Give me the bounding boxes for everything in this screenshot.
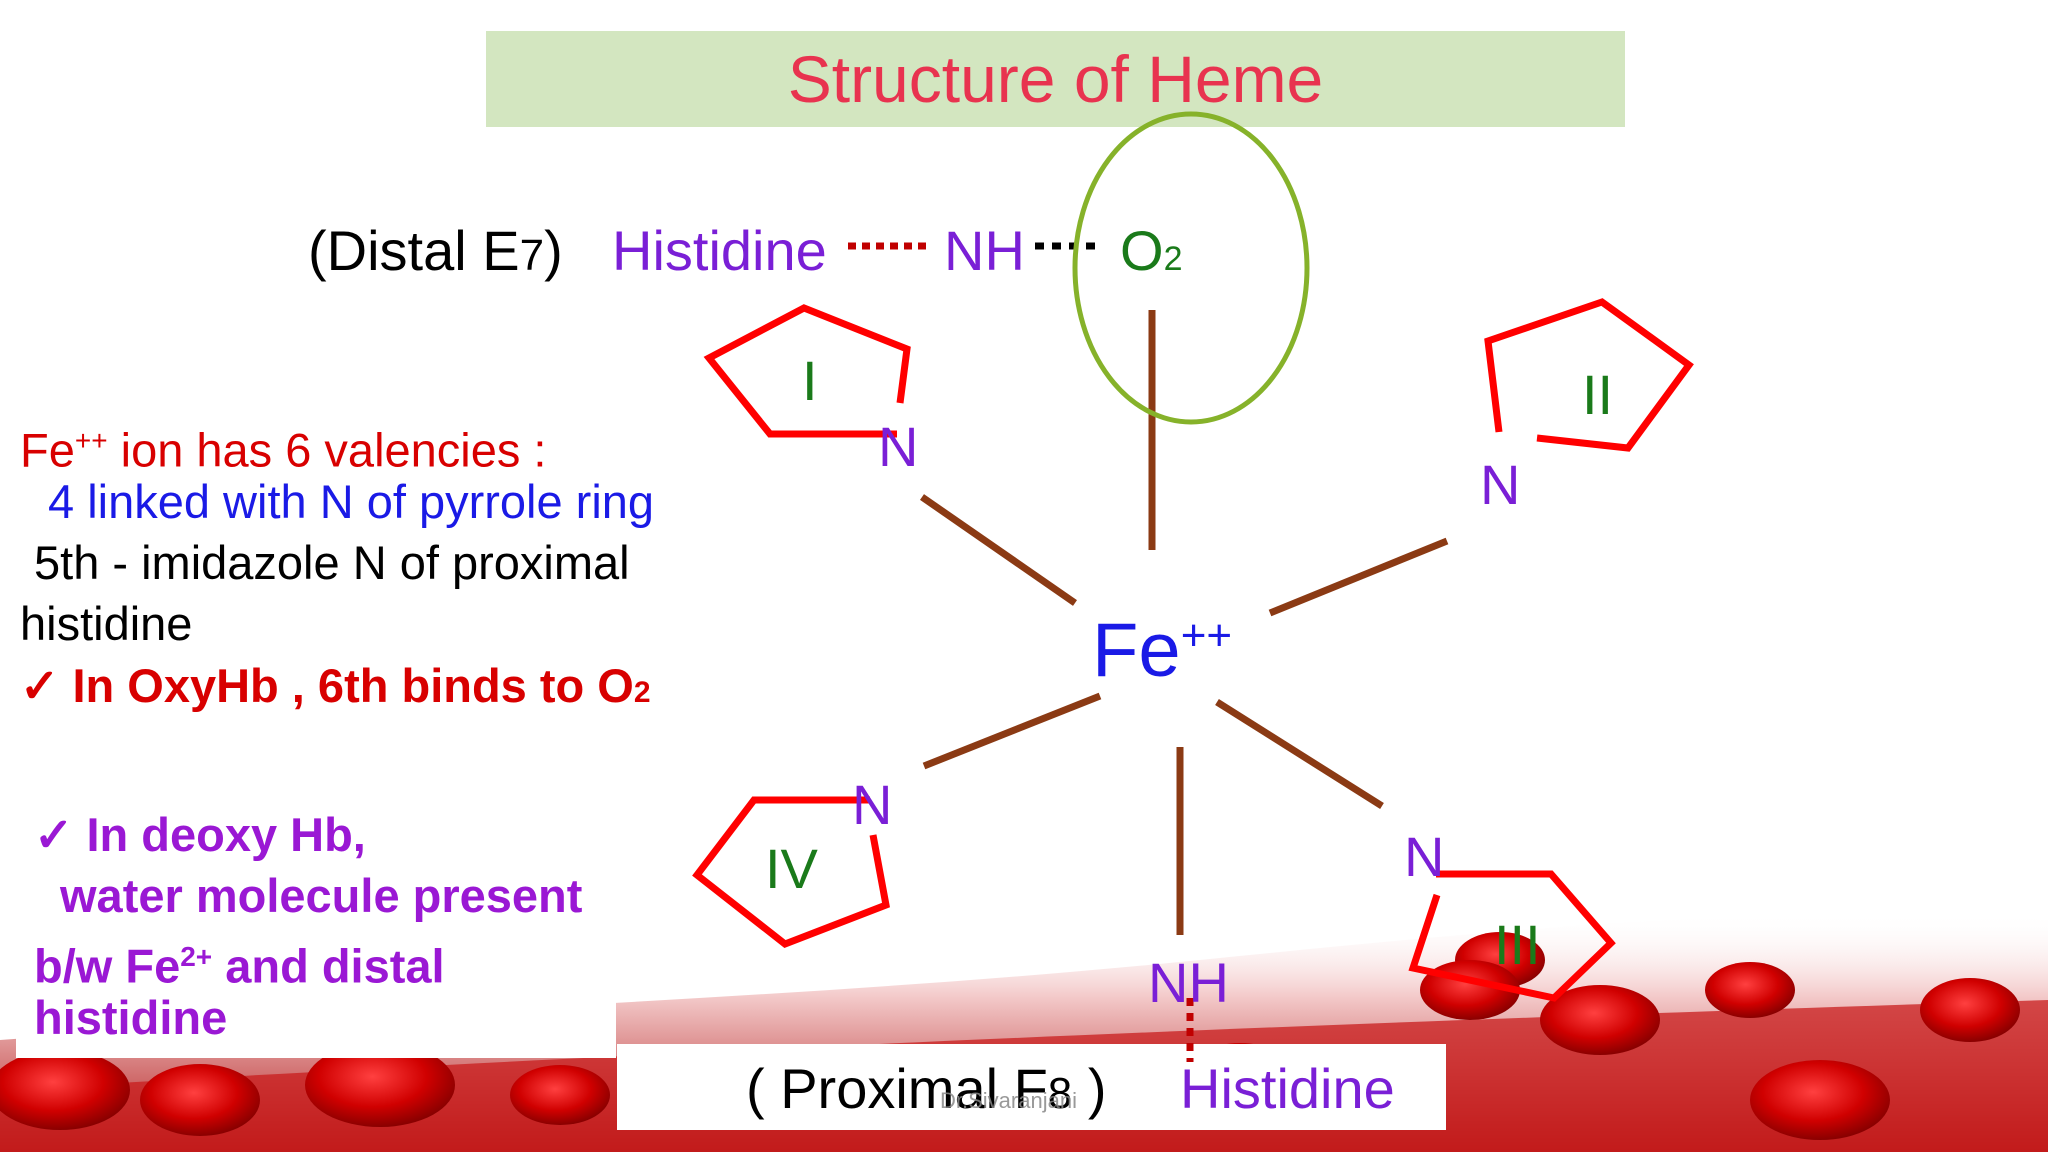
pyrrole-ring-3 — [1408, 870, 1616, 1002]
deoxy-line-3: b/w Fe2+ and distal — [34, 926, 445, 997]
ring-4-label: IV — [765, 837, 818, 900]
proximal-label-box — [617, 1044, 1446, 1130]
deoxy-distal: and distal — [212, 939, 445, 993]
proximal-nh: NH — [1148, 951, 1229, 1014]
note-line-3: 5th - imidazole N of proximal — [34, 536, 630, 589]
deoxy-line-1: ✓ In deoxy Hb, — [34, 808, 366, 861]
note-fe: Fe — [20, 423, 75, 477]
ring-2-n: N — [1480, 453, 1521, 516]
ring-3-label: III — [1494, 913, 1541, 976]
deoxy-note-box — [16, 770, 616, 1058]
fe-center-label: Fe++ — [1092, 607, 1232, 694]
distal-nh: NH — [944, 219, 1025, 282]
distal-sub: 7 — [519, 231, 545, 280]
deoxy-line-2: water molecule present — [60, 869, 583, 922]
bond-fe-n1 — [920, 494, 1077, 606]
o2-text: O — [1120, 219, 1164, 282]
deoxy-line-4: histidine — [34, 991, 228, 1044]
pyrrole-ring-1 — [703, 304, 911, 438]
o2-sub: 2 — [1163, 240, 1183, 278]
proximal-label: ( Proximal F8 ) — [746, 1056, 1107, 1121]
note-line-2: 4 linked with N of pyrrole ring — [48, 475, 655, 528]
proximal-histidine: Histidine — [1180, 1057, 1395, 1120]
note-fe-charge: ++ — [74, 425, 108, 456]
note-oxyhb-sub: 2 — [633, 676, 651, 709]
deoxy-fe-charge: 2+ — [180, 941, 213, 972]
ring-3-n: N — [1404, 825, 1445, 888]
proximal-suffix: ) — [1072, 1057, 1107, 1120]
note-line-1: Fe++ ion has 6 valencies : — [20, 410, 547, 481]
distal-suffix: ) — [544, 219, 563, 282]
o2-label: O2 — [1120, 218, 1182, 283]
distal-histidine: Histidine — [612, 219, 827, 282]
bond-fe-n2 — [1268, 537, 1449, 617]
distal-prefix: (Distal E — [308, 219, 520, 282]
bond-fe-n4 — [922, 692, 1102, 770]
ring-2-label: II — [1582, 363, 1614, 426]
note-line-5: ✓ In OxyHb , 6th binds to O2 — [20, 655, 651, 723]
pyrrole-ring-4 — [692, 796, 890, 948]
note-oxyhb: ✓ In OxyHb , 6th binds to O — [20, 659, 634, 712]
credit-watermark: Dr.Sivaranjani — [940, 1088, 1077, 1113]
deoxy-fe: b/w Fe — [34, 939, 181, 993]
proximal-sub: 8 — [1047, 1069, 1073, 1118]
ring-4-n: N — [852, 773, 893, 836]
note-line-4: histidine — [20, 597, 193, 650]
proximal-prefix: ( Proximal F — [746, 1057, 1048, 1120]
fe-charge: ++ — [1180, 611, 1233, 660]
ring-1-n: N — [878, 415, 919, 478]
fe-text: Fe — [1092, 608, 1181, 693]
pyrrole-ring-2 — [1484, 298, 1694, 452]
slide-title: Structure of Heme — [787, 42, 1324, 116]
distal-label: (Distal E7) — [308, 218, 563, 283]
note-valencies: ion has 6 valencies : — [107, 423, 547, 477]
o2-highlight-ellipse — [1072, 111, 1310, 425]
title-bar — [486, 31, 1625, 127]
ring-1-label: I — [802, 349, 818, 412]
bond-fe-n3 — [1215, 699, 1384, 809]
